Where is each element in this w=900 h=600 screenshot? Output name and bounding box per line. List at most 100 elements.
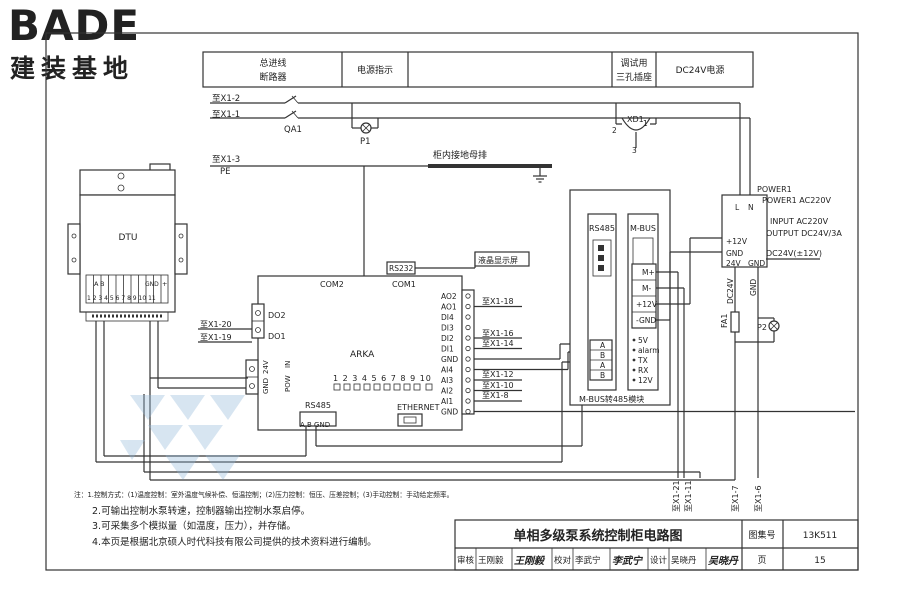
logo-tagline: 建装基地: [10, 54, 134, 83]
power-gnd: GND: [726, 249, 743, 258]
dtu-term-plus: +: [162, 280, 167, 288]
arka-term-ao2: AO2: [441, 292, 457, 301]
dtu-term-gnd: GND: [145, 281, 159, 288]
power-24v: 24V: [726, 259, 742, 268]
mbus-right-gnd: -GND: [636, 316, 656, 325]
atlas-number: 13K511: [803, 531, 838, 541]
arka-rs485: RS485: [305, 401, 331, 410]
arka-do2: DO2: [268, 311, 286, 320]
arka-gnd-left: GND: [262, 378, 270, 394]
power-fa1: FA1: [720, 314, 729, 328]
mbus-right-12v: +12V: [636, 300, 658, 309]
arka-channel-numbers: 1 2 3 4 5 6 7 8 9 10: [333, 374, 432, 383]
power-gnd2: GND: [748, 259, 765, 268]
mbus-led-tx: TX: [637, 356, 648, 365]
arka-term-ai1: AI1: [441, 397, 453, 406]
mbus-left-b1: B: [600, 351, 605, 360]
power-input-wiring: 至X1-2 至X1-1 QA1 P1 XD1 1 2 3: [210, 94, 751, 195]
note-4: 4.本页是根据北京硕人时代科技有限公司提供的技术资料进行编制。: [92, 536, 377, 548]
label-xd1-pin3: 3: [632, 146, 637, 155]
label-xd1-pin2: 2: [612, 126, 617, 135]
arka-controller: ARKA COM2 COM1 RS232 液晶显示屏 DO2 DO1 GND 2…: [245, 251, 530, 431]
arka-term-di4: DI4: [441, 313, 454, 322]
arka-label: ARKA: [350, 350, 375, 360]
mbus-led-alarm: alarm: [638, 346, 660, 355]
top-table: 总进线 断路器 电源指示 调试用 三孔插座 DC24V电源: [202, 51, 754, 88]
label-qa1: QA1: [284, 125, 302, 135]
cell-power-indicator: 电源指示: [357, 64, 393, 76]
label-x1-3: 至X1-3: [212, 155, 240, 165]
label-x1-8: 至X1-8: [482, 391, 509, 400]
label-p1: P1: [360, 137, 371, 147]
ground-wiring: 至X1-3 PE 柜内接地母排: [210, 149, 552, 276]
cell-debug-socket-1: 调试用: [620, 57, 647, 69]
dtu-module: DTU A B GND + 1 2 3 4 5 6 7 8 9 10 11: [67, 163, 188, 322]
dtu-term-a: A: [94, 280, 99, 288]
note-2: 2.可输出控制水泵转速，控制器输出控制水泵启停。: [92, 505, 311, 517]
arka-term-di2: DI2: [441, 334, 454, 343]
mbus-left-a2: A: [600, 361, 606, 370]
mbus-right-mminus: M-: [642, 284, 651, 293]
arka-com1: COM1: [392, 280, 416, 289]
power-n: N: [748, 203, 754, 212]
checker-name: 李武宁: [575, 555, 601, 566]
watermark-triangles: [120, 395, 245, 480]
power-dc24-pm12: DC24V(±12V): [766, 249, 822, 258]
designer-signature: 吴晓丹: [708, 555, 739, 567]
power-supply: POWER1 POWER1 AC220V L N INPUT AC220V OU…: [720, 185, 842, 480]
title-block: 单相多级泵系统控制柜电路图 图集号 13K511 审核 王刚毅 王刚毅 校对 李…: [454, 519, 859, 571]
mbus-led-rx: RX: [638, 366, 648, 375]
check-label: 校对: [554, 555, 572, 566]
label-xd1-pin1: 1: [643, 119, 648, 128]
arka-term-ao1: AO1: [441, 303, 457, 312]
arka-term-ai2: AI2: [441, 387, 453, 396]
dtu-wiring: [95, 321, 248, 462]
arka-24v-left: 24V: [262, 360, 270, 374]
mbus-mbus-label: M-BUS: [630, 224, 656, 233]
arka-term-ai4: AI4: [441, 366, 453, 375]
arka-term-ai3: AI3: [441, 376, 453, 385]
mbus-led-5v: 5V: [638, 336, 649, 345]
power-input: INPUT AC220V: [770, 217, 829, 226]
mbus-rs485-label: RS485: [589, 224, 615, 233]
arka-com2: COM2: [320, 280, 344, 289]
page-label: 页: [757, 555, 766, 566]
power-plus12: +12V: [726, 237, 748, 246]
power-output: OUTPUT DC24V/3A: [766, 229, 842, 238]
power-p2: P2: [757, 323, 767, 332]
label-x1-20: 至X1-20: [200, 320, 232, 329]
design-label: 设计: [650, 555, 668, 566]
designer-name: 吴晓丹: [671, 555, 697, 566]
cell-main-breaker-1: 总进线: [259, 57, 286, 69]
label-x1-12: 至X1-12: [482, 370, 514, 379]
power-gnd3: GND: [749, 279, 758, 296]
dtu-pin-numbers: 1 2 3 4 5 6 7 8 9 10 11: [87, 295, 156, 302]
ground-bus-bar: [428, 164, 552, 168]
arka-term-di1: DI1: [441, 345, 454, 354]
arka-term-gnd2: GND: [441, 408, 458, 417]
mbus-module: RS485 M-BUS A B A B M+ M- +12V -GND 5V a…: [569, 189, 722, 478]
drawing-frame: [45, 32, 859, 571]
label-xd1: XD1: [627, 115, 644, 124]
note-3: 3.可采集多个模拟量（如温度，压力），并存储。: [92, 521, 296, 532]
cell-debug-socket-2: 三孔插座: [616, 71, 652, 83]
power-power1-ac: POWER1 AC220V: [762, 196, 831, 205]
label-x1-14: 至X1-14: [482, 339, 514, 348]
arka-pow: POW: [284, 375, 292, 392]
fuse-fa1-icon: [730, 311, 740, 333]
label-ground-bus: 柜内接地母排: [433, 149, 487, 161]
label-x1-19: 至X1-19: [200, 333, 232, 342]
socket-xd1-icon: [616, 117, 656, 131]
arka-lcd-label: 液晶显示屏: [478, 255, 518, 265]
dtu-term-b: B: [100, 280, 104, 288]
mbus-right-mplus: M+: [642, 268, 655, 277]
dtu-label: DTU: [118, 233, 137, 243]
label-x1-7: 至X1-7: [731, 485, 740, 512]
label-x1-16: 至X1-16: [482, 329, 514, 338]
arka-rs232: RS232: [389, 264, 414, 273]
reviewer-name: 王刚毅: [478, 555, 504, 566]
mbus-led-12v: 12V: [638, 376, 654, 385]
arka-do1: DO1: [268, 332, 286, 341]
arka-in: IN: [284, 361, 292, 368]
